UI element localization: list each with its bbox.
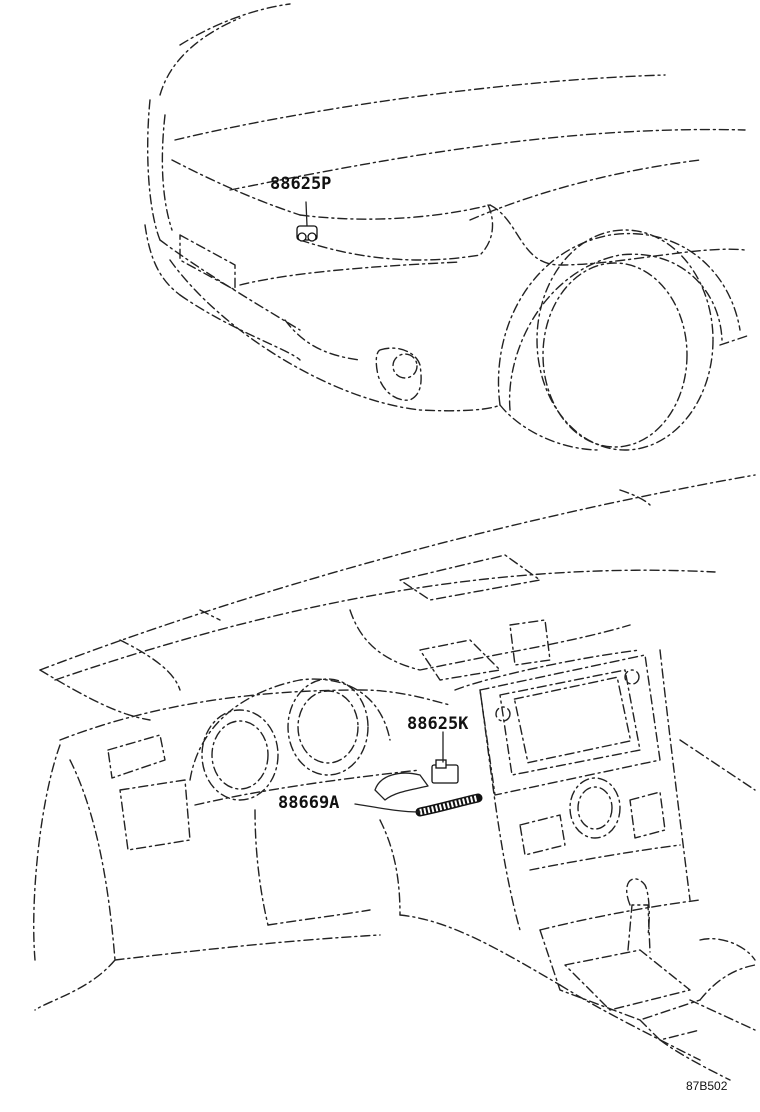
front-sensor-part [296,201,318,242]
hose-part [354,772,483,817]
car-front-view [144,3,751,451]
dashboard-view [33,474,756,1081]
front-sensor-callout: 88625P [270,174,331,194]
hose-callout: 88669A [278,793,339,813]
figure-code: 87B502 [686,1079,728,1093]
dash-sensor-part [431,731,459,784]
dash-sensor-callout: 88625K [407,714,469,734]
